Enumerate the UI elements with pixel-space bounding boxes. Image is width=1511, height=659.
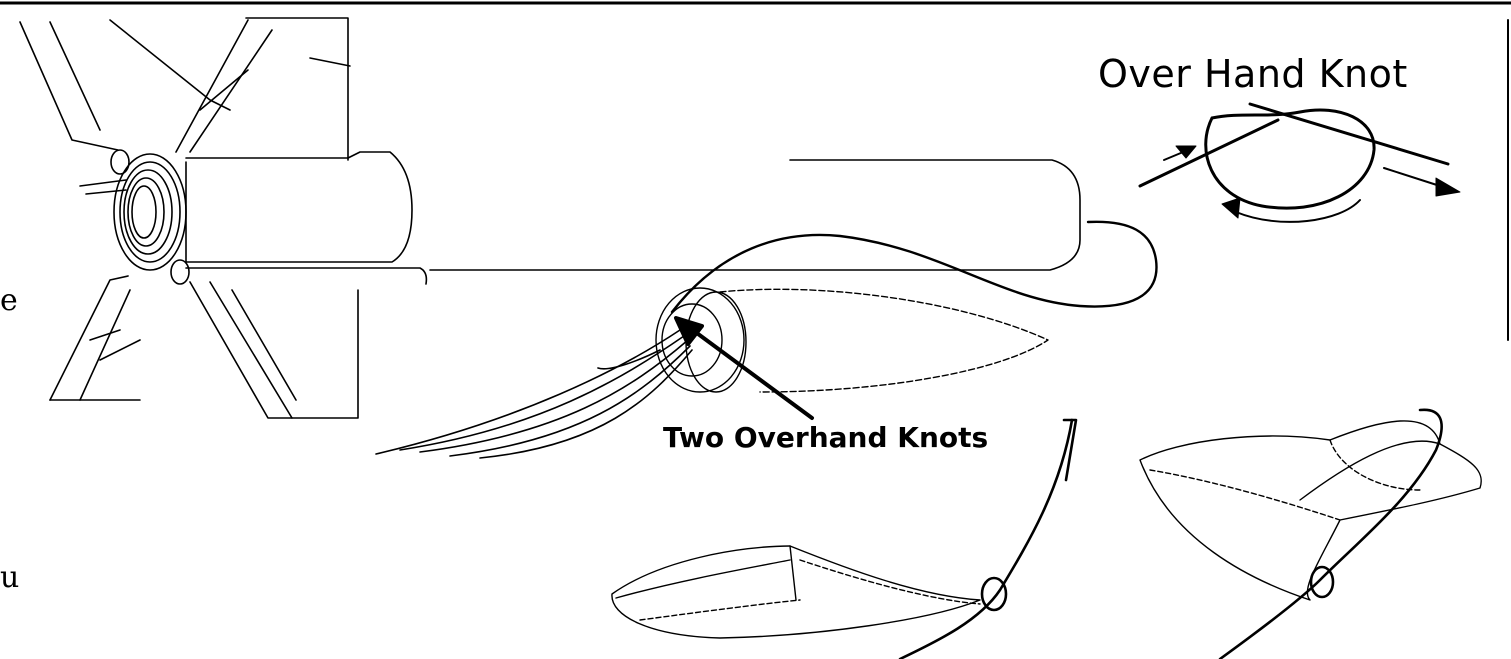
cord-right [1220,410,1442,659]
folded-parachute-left [612,546,980,638]
two-overhand-knots-label: Two Overhand Knots [663,421,988,454]
shock-cord [672,222,1156,312]
rocket-tail [20,18,1080,418]
left-edge-text-fragment-upper: e [0,283,18,318]
overhand-knot-figure [1140,104,1460,222]
nose-cone [656,288,1048,392]
left-edge-text-fragment-lower: u [0,560,19,595]
overhand-knot-title: Over Hand Knot [1098,52,1408,96]
cord-left [900,420,1076,659]
knot-strands [376,330,692,458]
folded-parachute-right [1140,421,1481,600]
